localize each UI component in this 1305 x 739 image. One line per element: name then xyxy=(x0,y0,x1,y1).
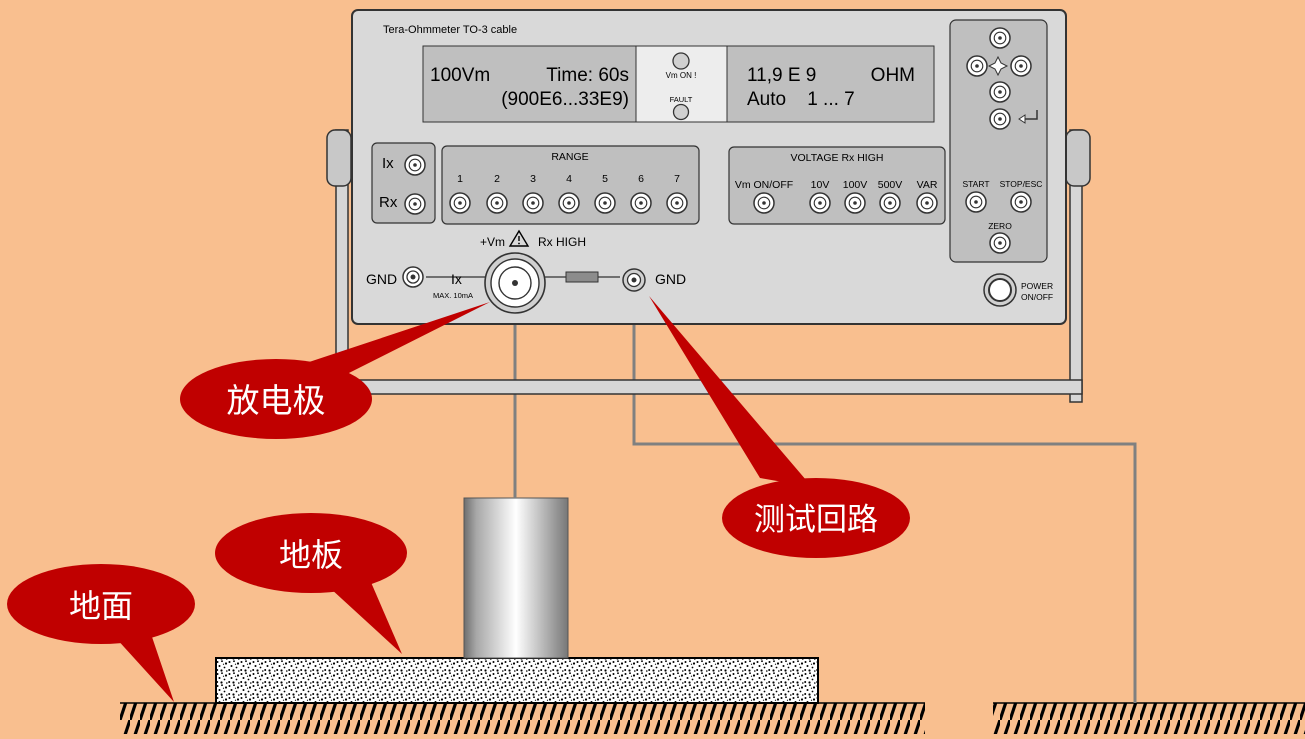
test-loop-wire xyxy=(632,283,1137,703)
instrument-title: Tera-Ohmmeter TO-3 cable xyxy=(383,24,517,36)
range-number: 7 xyxy=(674,173,680,185)
display-auto-range: Auto 1 ... 7 xyxy=(747,89,855,110)
electrode-cylinder xyxy=(463,497,569,659)
voltage-option-label: Vm ON/OFF xyxy=(735,179,793,191)
terminal-ix-label: Ix xyxy=(451,271,462,287)
voltage-option-label: 500V xyxy=(878,179,903,191)
range-number: 2 xyxy=(494,173,500,185)
vm-on-label: Vm ON ! xyxy=(666,71,697,80)
rx-button[interactable] xyxy=(404,193,426,215)
display-voltage: 100Vm xyxy=(430,65,490,86)
callout-test-loop: 测试回路 xyxy=(649,296,910,558)
range-number: 1 xyxy=(457,173,463,185)
nav-right-button[interactable] xyxy=(1010,55,1032,77)
display: 100Vm Time: 60s (900E6...33E9) Vm ON ! F… xyxy=(422,45,935,123)
stop-label: STOP/ESC xyxy=(1000,179,1043,189)
callout-floorboard-text: 地板 xyxy=(279,536,343,574)
start-button[interactable] xyxy=(965,191,987,213)
zero-button[interactable] xyxy=(989,232,1011,254)
gnd-right-terminal[interactable] xyxy=(622,268,646,292)
rx-high-terminal[interactable] xyxy=(484,252,546,314)
direction-cross-icon xyxy=(987,55,1009,77)
voltage-option-label: VAR xyxy=(917,179,938,191)
gnd-right-label: GND xyxy=(655,271,686,287)
enter-arrow-icon xyxy=(1018,110,1038,124)
range-button[interactable] xyxy=(522,192,544,214)
callout-floorboard: 地板 xyxy=(215,513,407,654)
resistor-symbol xyxy=(565,271,599,283)
power-button[interactable] xyxy=(983,273,1017,307)
voltage-button[interactable] xyxy=(844,192,866,214)
callout-ground: 地面 xyxy=(7,564,195,702)
warning-triangle-icon xyxy=(508,229,530,247)
callout-electrode-text: 放电极 xyxy=(227,381,326,420)
voltage-option-label: 100V xyxy=(843,179,868,191)
callout-electrode: 放电极 xyxy=(180,302,490,439)
nav-left-button[interactable] xyxy=(966,55,988,77)
start-label: START xyxy=(962,179,989,189)
range-button[interactable] xyxy=(558,192,580,214)
floorboard xyxy=(215,657,819,704)
voltage-button[interactable] xyxy=(916,192,938,214)
display-unit: OHM xyxy=(871,65,915,86)
stop-button[interactable] xyxy=(1010,191,1032,213)
voltage-button[interactable] xyxy=(879,192,901,214)
zero-label: ZERO xyxy=(988,221,1012,231)
vm-terminal-label: +Vm xyxy=(480,235,505,249)
voltage-button[interactable] xyxy=(809,192,831,214)
display-range-span: (900E6...33E9) xyxy=(501,89,629,110)
fault-led xyxy=(672,103,690,121)
ix-button[interactable] xyxy=(404,154,426,176)
power-label-2: ON/OFF xyxy=(1021,292,1053,302)
range-number: 4 xyxy=(566,173,572,185)
max-current-label: MAX. 10mA xyxy=(433,291,473,300)
rx-label: Rx xyxy=(379,194,398,211)
range-button[interactable] xyxy=(486,192,508,214)
voltage-option-label: 10V xyxy=(811,179,830,191)
ground-hatch-left xyxy=(120,703,925,734)
callout-test-loop-text: 测试回路 xyxy=(754,502,878,538)
enter-button[interactable] xyxy=(989,108,1011,130)
display-time: Time: 60s xyxy=(546,65,629,86)
range-number: 5 xyxy=(602,173,608,185)
callout-ground-text: 地面 xyxy=(69,587,133,625)
voltage-button[interactable] xyxy=(753,192,775,214)
range-button[interactable] xyxy=(449,192,471,214)
power-label-1: POWER xyxy=(1021,281,1053,291)
ground-hatch-right xyxy=(993,703,1305,734)
range-title: RANGE xyxy=(551,151,588,163)
display-resistance: 11,9 E 9 xyxy=(747,65,816,86)
range-button[interactable] xyxy=(630,192,652,214)
nav-up-button[interactable] xyxy=(989,27,1011,49)
rx-high-label: Rx HIGH xyxy=(538,235,586,249)
range-number: 6 xyxy=(638,173,644,185)
gnd-left-terminal[interactable] xyxy=(402,266,424,288)
fault-label: FAULT xyxy=(670,95,693,104)
range-button[interactable] xyxy=(666,192,688,214)
voltage-title: VOLTAGE Rx HIGH xyxy=(791,152,884,164)
range-button[interactable] xyxy=(594,192,616,214)
nav-down-button[interactable] xyxy=(989,81,1011,103)
ix-label: Ix xyxy=(382,155,394,172)
gnd-left-label: GND xyxy=(366,271,397,287)
range-number: 3 xyxy=(530,173,536,185)
vm-on-led xyxy=(672,52,690,70)
